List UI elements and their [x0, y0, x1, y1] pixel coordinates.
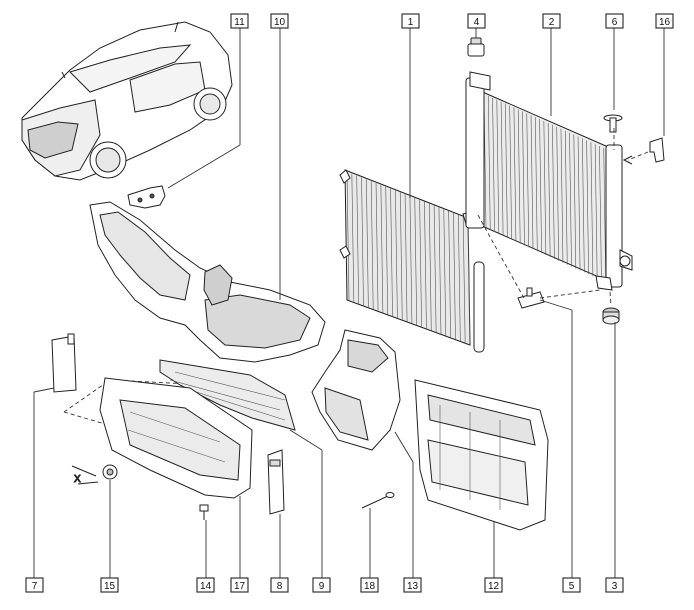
front-panel-part-12 — [414, 379, 549, 531]
label-9: 9 — [312, 577, 331, 593]
vehicle-illustration — [21, 21, 233, 181]
svg-text:10: 10 — [274, 17, 286, 28]
x-mark: X — [74, 474, 81, 485]
svg-text:11: 11 — [234, 17, 245, 28]
label-13: 13 — [403, 577, 422, 593]
fan-housing-part-13 — [311, 329, 401, 451]
bracket-part-11 — [127, 185, 166, 209]
bracket-part-5 — [517, 287, 545, 309]
radiator-part-2 — [465, 71, 633, 291]
air-duct-part-10 — [89, 201, 326, 363]
svg-text:1: 1 — [408, 17, 414, 28]
label-7: 7 — [25, 577, 44, 593]
screw-part-14 — [199, 504, 209, 520]
svg-text:3: 3 — [612, 581, 618, 592]
bracket-part-7 — [51, 333, 77, 393]
label-18: 18 — [360, 577, 379, 593]
bracket-part-16 — [622, 137, 665, 165]
label-5: 5 — [562, 577, 581, 593]
label-10: 10 — [270, 13, 289, 29]
label-15: 15 — [100, 577, 119, 593]
label-6: 6 — [605, 13, 624, 29]
label-14: 14 — [196, 577, 215, 593]
label-17: 17 — [230, 577, 249, 593]
svg-text:7: 7 — [32, 581, 38, 592]
svg-text:17: 17 — [234, 581, 246, 592]
air-guide-part-9 — [159, 359, 296, 431]
label-16: 16 — [655, 13, 674, 29]
svg-text:2: 2 — [549, 17, 555, 28]
svg-text:4: 4 — [474, 17, 480, 28]
label-3: 3 — [605, 577, 624, 593]
svg-text:16: 16 — [659, 17, 671, 28]
svg-text:15: 15 — [104, 581, 116, 592]
svg-text:9: 9 — [319, 581, 325, 592]
label-11: 11 — [230, 13, 249, 29]
svg-text:5: 5 — [569, 581, 575, 592]
lower-tray-part-17 — [99, 377, 253, 499]
label-8: 8 — [270, 577, 289, 593]
leader-lines — [33, 28, 665, 578]
condenser-part-1 — [339, 169, 485, 353]
label-1: 1 — [401, 13, 420, 29]
pin-part-18 — [361, 492, 395, 509]
clip-part-6 — [603, 114, 623, 133]
svg-text:6: 6 — [612, 17, 618, 28]
grommet-part-3 — [602, 307, 620, 325]
label-2: 2 — [542, 13, 561, 29]
svg-text:12: 12 — [488, 581, 500, 592]
svg-text:13: 13 — [407, 581, 419, 592]
label-12: 12 — [484, 577, 503, 593]
svg-text:8: 8 — [277, 581, 283, 592]
svg-text:14: 14 — [200, 581, 212, 592]
bracket-part-8 — [267, 449, 285, 515]
svg-text:18: 18 — [364, 581, 376, 592]
nut-part-15: X — [71, 464, 118, 486]
label-4: 4 — [467, 13, 486, 29]
cap-part-4 — [467, 37, 485, 57]
